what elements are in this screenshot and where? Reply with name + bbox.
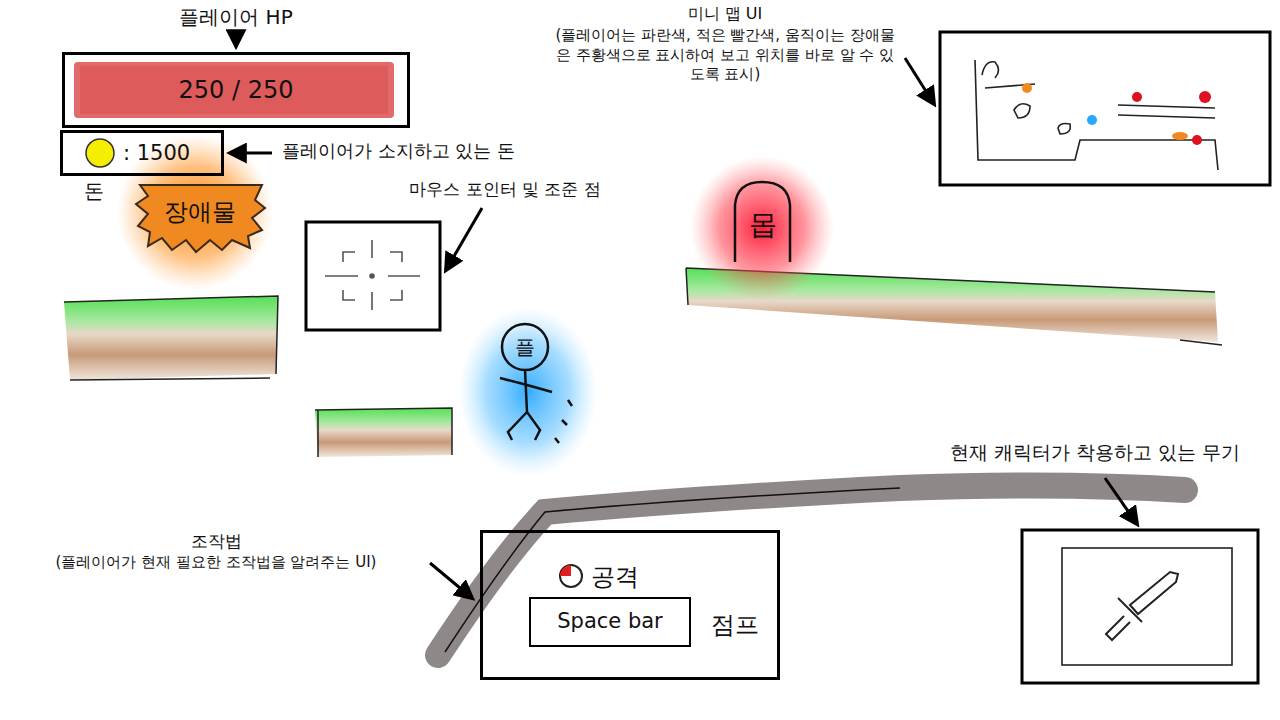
minimap-player-dot (1087, 115, 1097, 125)
node-text: Space bar (557, 609, 663, 634)
key-box: Space bar (529, 597, 691, 647)
callout-label: 플레이어 HP (136, 4, 336, 30)
node-text: 몹 (749, 208, 777, 242)
controls-box: 공격점프 Space bar (480, 530, 780, 680)
callout-label: 미니 맵 UI (545, 4, 905, 25)
node-text: 플 (515, 335, 535, 359)
player-glow (458, 307, 598, 477)
node-text: : 1500 (123, 141, 190, 166)
callout-label: 조작법 (6, 530, 426, 552)
minimap-enemy-dot (1132, 92, 1142, 102)
mouse-icon (560, 565, 582, 587)
player-body (500, 370, 552, 440)
minimap-sketch (975, 60, 1218, 170)
mob-shape (735, 182, 790, 262)
mob-enemy: 몹 (736, 192, 789, 258)
note-text: 돈 (84, 178, 124, 204)
mob-glow (690, 156, 834, 300)
weapon-box (1022, 530, 1258, 683)
node-text: 250 / 250 (179, 76, 294, 105)
callout-label: 마우스 포인터 및 조준 점 (370, 178, 640, 200)
minimap-enemy-dot (1199, 91, 1211, 103)
obstacle: 장애물 (140, 186, 260, 238)
obstacle-glow (117, 134, 273, 290)
coin-icon (86, 139, 114, 167)
crosshair-symbol (325, 240, 420, 310)
minimap-enemy-dot (1192, 135, 1202, 145)
node-text: 장애물 (164, 198, 236, 227)
node-text: 점프 (711, 611, 759, 640)
platform (64, 296, 278, 380)
minimap-obstacle-dot (1022, 83, 1032, 93)
sword-icon (1106, 572, 1178, 640)
crosshair-box (306, 222, 440, 330)
player-character: 플 (503, 325, 547, 369)
callout-note: (플레이어는 파란색, 적은 빨간색, 움직이는 장애물은 주황색으로 표시하여… (550, 26, 900, 85)
hp-bar (74, 62, 394, 118)
player-head (502, 324, 548, 370)
minimap-box (940, 32, 1270, 185)
hp-box: 250 / 250 (62, 52, 410, 128)
callout-label: 현재 캐릭터가 착용하고 있는 무기 (895, 440, 1280, 465)
callout-note: (플레이어가 현재 필요한 조작법을 알려주는 UI) (6, 553, 426, 573)
node-text: 공격 (591, 563, 639, 592)
leader-arrows (230, 32, 1137, 598)
platform (315, 408, 452, 457)
obstacle-shape (136, 185, 265, 252)
callout-label: 플레이어가 소지하고 있는 돈 (282, 139, 602, 162)
money-box: : 1500 (60, 130, 224, 176)
minimap-obstacle-dot (1172, 132, 1188, 140)
